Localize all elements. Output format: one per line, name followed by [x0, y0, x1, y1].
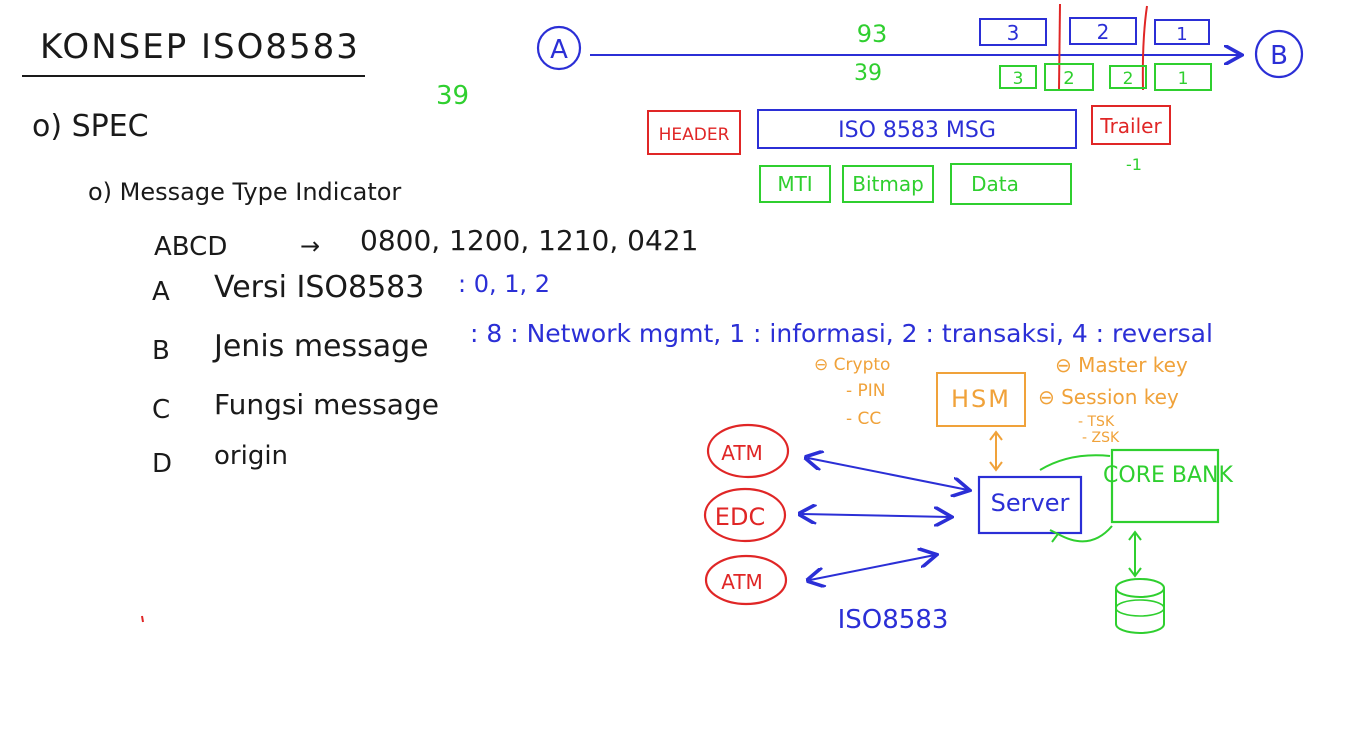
- section-spec: o) SPEC: [32, 109, 149, 144]
- bitmap-label: Bitmap: [852, 172, 924, 196]
- stray-number: 39: [436, 81, 469, 111]
- row-b-key: B: [152, 336, 170, 366]
- iso-msg-box: [757, 109, 1077, 149]
- trailer-box: [1091, 105, 1171, 145]
- iso-msg-label: ISO 8583 MSG: [838, 118, 996, 143]
- hsm-box: [936, 372, 1026, 427]
- database-mid: [1115, 599, 1165, 617]
- hsm-note-left-1: - PIN: [846, 381, 886, 401]
- lower-packet-1-label: 1: [1178, 69, 1189, 89]
- row-b-label: Jenis message: [212, 329, 429, 364]
- node-a-label: A: [550, 35, 568, 65]
- row-a-key: A: [152, 277, 170, 307]
- upper-packet-1-label: 1: [1176, 24, 1187, 45]
- upper-packet-1: [1154, 19, 1210, 45]
- server-core-arrowhead: [1049, 529, 1060, 543]
- node-b: [1254, 29, 1304, 79]
- row-c-label: Fungsi message: [214, 388, 439, 421]
- hsm-note-left-2: - CC: [846, 409, 881, 429]
- row-b-value: : 8 : Network mgmt, 1 : informasi, 2 : t…: [470, 319, 1213, 348]
- link-atm-1: [808, 458, 968, 490]
- server-box: [977, 475, 1083, 535]
- link-atm-2: [810, 555, 935, 580]
- flow-label-bottom: 39: [854, 61, 882, 86]
- data-label: Data: [971, 172, 1019, 196]
- core-bank-label: CORE BANK: [1103, 463, 1233, 488]
- server-label: Server: [991, 489, 1070, 517]
- trailer-label: Trailer: [1099, 114, 1162, 138]
- server-core-link-top: [1039, 454, 1111, 471]
- mti-example-values: 0800, 1200, 1210, 0421: [360, 224, 698, 257]
- header-box: [647, 110, 741, 155]
- upper-packet-3: [979, 18, 1047, 46]
- server-core-link-bottom: [1057, 525, 1113, 543]
- trailer-note: -1: [1126, 155, 1142, 174]
- terminal-atm-2: [704, 554, 788, 606]
- hsm-label: HSM: [951, 385, 1011, 413]
- terminal-atm-1: [706, 423, 790, 479]
- mti-example-arrow: →: [300, 232, 320, 260]
- lower-packet-2a-label: 2: [1063, 68, 1074, 89]
- row-d-label: origin: [214, 441, 288, 471]
- row-a-label: Versi ISO8583: [214, 270, 424, 305]
- upper-packet-2: [1069, 17, 1137, 45]
- data-box: [950, 163, 1072, 205]
- flow-diagram: A B 93 39 3 2 1 3 2 2 1: [536, 3, 1304, 91]
- link-edc: [802, 514, 950, 517]
- red-mark: [141, 615, 144, 623]
- header-label: HEADER: [659, 125, 730, 145]
- bitmap-box: [842, 165, 934, 203]
- lower-packet-2a: [1044, 63, 1094, 91]
- upper-packet-2-label: 2: [1097, 20, 1110, 44]
- lower-packet-3: [999, 65, 1037, 89]
- upper-packet-3-label: 3: [1007, 21, 1020, 45]
- terminal-edc: [703, 487, 787, 543]
- lower-packet-1: [1154, 63, 1212, 91]
- hsm-note-left-0: ⊖ Crypto: [814, 355, 890, 375]
- terminal-atm-1-label: ATM: [721, 441, 763, 465]
- core-db-arrowheads: [1128, 530, 1142, 578]
- lower-packet-2b: [1109, 65, 1147, 89]
- row-a-value: : 0, 1, 2: [458, 270, 550, 298]
- message-structure: HEADER ISO 8583 MSG Trailer -1 MTI Bitma…: [647, 105, 1171, 205]
- hsm-server-arrowheads: [989, 430, 1003, 472]
- terminal-atm-2-label: ATM: [721, 570, 763, 594]
- mti-box: [759, 165, 831, 203]
- hsm-note-right-1: ⊖ Session key: [1038, 385, 1179, 409]
- terminal-edc-label: EDC: [715, 503, 765, 531]
- network-diagram: ATM EDC ATM Server HSM ⊖ Crypto - PIN - …: [703, 353, 1234, 635]
- hsm-note-right-2: - TSK: [1078, 414, 1115, 430]
- database-top: [1115, 578, 1165, 598]
- hsm-note-right-0: ⊖ Master key: [1055, 353, 1188, 377]
- red-divider-1: [1058, 3, 1061, 91]
- row-d-key: D: [152, 449, 172, 479]
- protocol-label: ISO8583: [838, 605, 949, 635]
- lower-packet-3-label: 3: [1013, 69, 1024, 89]
- node-b-label: B: [1270, 41, 1288, 71]
- lower-packet-2b-label: 2: [1123, 69, 1134, 89]
- database-body: [1115, 588, 1165, 634]
- node-a: [536, 25, 582, 71]
- core-bank-box: [1110, 448, 1220, 524]
- red-divider-2: [1141, 5, 1148, 91]
- page-title: KONSEP ISO8583: [40, 27, 360, 67]
- mti-example-code: ABCD: [154, 232, 227, 262]
- flow-label-top: 93: [857, 20, 888, 48]
- mti-label: MTI: [777, 172, 812, 196]
- subsection-mti: o) Message Type Indicator: [88, 178, 401, 206]
- row-c-key: C: [152, 395, 170, 425]
- hsm-note-right-3: - ZSK: [1082, 430, 1120, 446]
